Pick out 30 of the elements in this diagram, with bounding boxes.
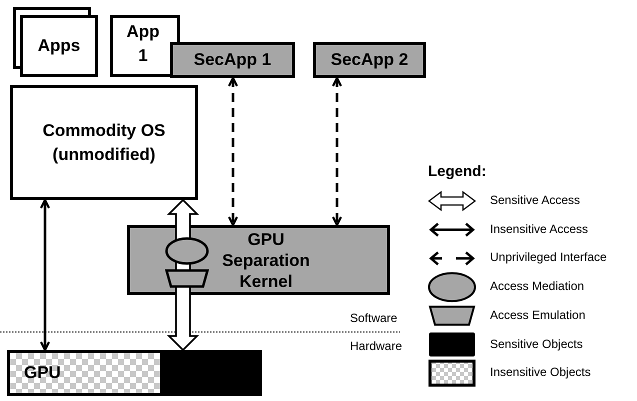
legend-text: Insensitive Access [490,222,588,236]
secure-app-box [313,42,426,78]
legend-text: Sensitive Objects [490,336,583,350]
layer-label: Hardware [350,339,402,353]
gpu-bar [7,350,262,396]
mediation-ellipse [165,237,209,265]
legend-text: Insensitive Objects [490,365,591,380]
legend-text: Unprivileged Interface [490,250,607,264]
legend-text: Sensitive Access [490,193,580,207]
node-label: SecApp 2 [330,50,408,70]
legend-text: Access Mediation [490,279,584,294]
secure-app-box [170,42,295,78]
node-label: GPU Separation Kernel [221,228,311,292]
node-label: Apps [38,36,80,56]
node-label: SecApp 1 [194,50,272,70]
layer-label: Software [350,311,398,325]
dashed-arrow [228,76,238,226]
app-box [110,15,180,77]
legend-text: Access Emulation [490,308,586,322]
node-label: GPU [24,363,61,383]
dashed-arrow [332,76,342,226]
node-label: Commodity OS (unmodified) [42,120,166,166]
arrow [40,198,50,352]
os-box [10,85,198,200]
node-label: App 1 [125,21,161,67]
separation-kernel-box [127,225,390,295]
emulation-trapezoid [165,269,209,288]
legend-heading: Legend: [428,163,486,180]
app-stack-box [20,15,98,77]
hollow-double-arrow [166,198,200,352]
